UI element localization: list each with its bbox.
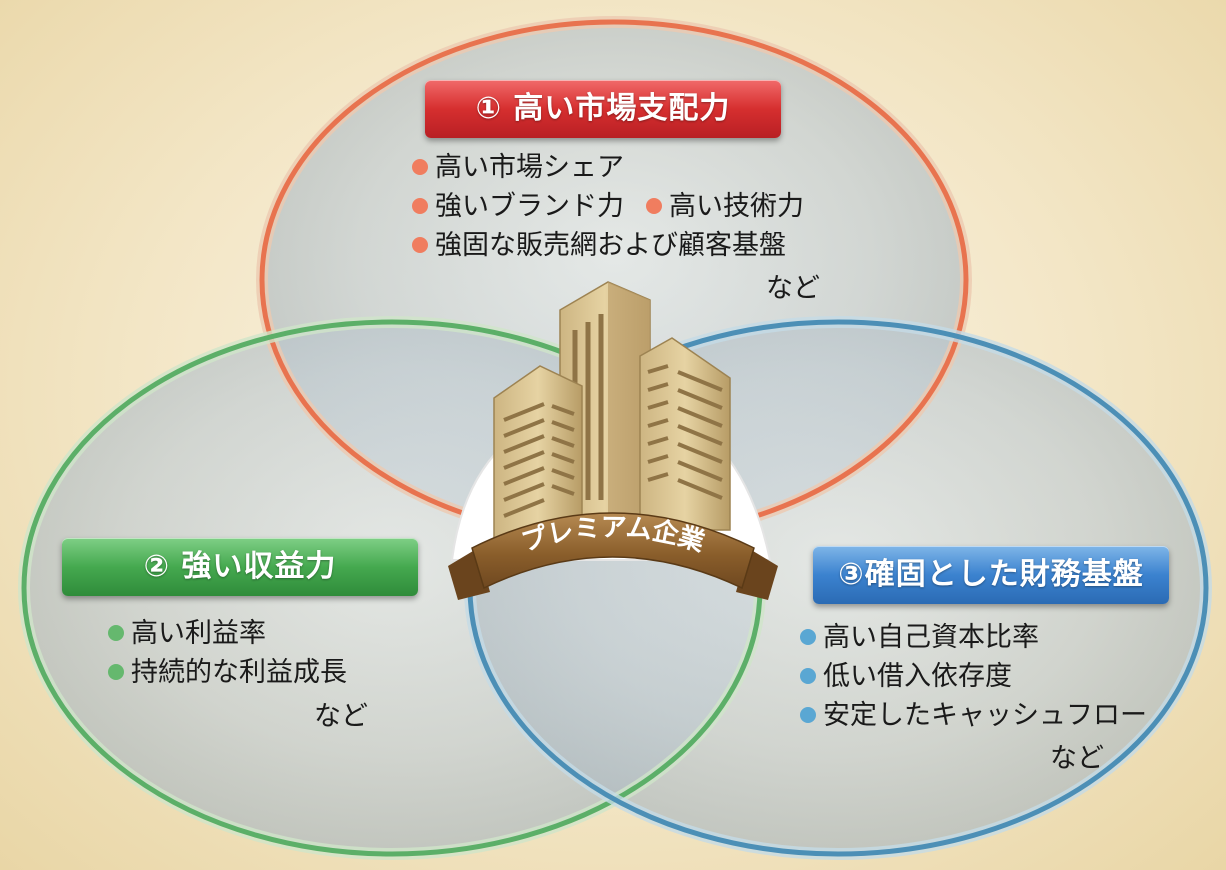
list-item: 強いブランド力高い技術力 xyxy=(412,187,804,226)
market-dominance-title: ① 高い市場支配力 xyxy=(425,80,781,138)
building-icon xyxy=(493,281,731,541)
market-etc-label: など xyxy=(766,273,820,304)
list-item: 持続的な利益成長 xyxy=(108,653,347,692)
list-item: 安定したキャッシュフロー xyxy=(800,696,1147,735)
list-item: 高い市場シェア xyxy=(412,148,804,187)
bullet-icon xyxy=(800,668,816,684)
financial-base-list: 高い自己資本比率 低い借入依存度 安定したキャッシュフロー xyxy=(800,618,1147,735)
financial-base-title: ③確固とした財務基盤 xyxy=(813,546,1169,604)
bullet-icon xyxy=(800,629,816,645)
bullet-icon xyxy=(412,198,428,214)
list-item: 高い自己資本比率 xyxy=(800,618,1147,657)
profitability-title: ② 強い収益力 xyxy=(62,538,418,596)
list-item: 高い利益率 xyxy=(108,614,347,653)
bullet-icon xyxy=(412,237,428,253)
market-dominance-list: 高い市場シェア 強いブランド力高い技術力 強固な販売網および顧客基盤 xyxy=(412,148,804,265)
bullet-icon xyxy=(800,707,816,723)
bullet-icon xyxy=(108,625,124,641)
list-item: 強固な販売網および顧客基盤 xyxy=(412,226,804,265)
bullet-icon xyxy=(646,198,662,214)
bullet-icon xyxy=(108,664,124,680)
center-ribbon: プレミアム企業 xyxy=(448,512,778,600)
list-item: 低い借入依存度 xyxy=(800,657,1147,696)
profitability-list: 高い利益率 持続的な利益成長 xyxy=(108,614,347,692)
profitability-etc-label: など xyxy=(314,701,368,732)
bullet-icon xyxy=(412,159,428,175)
financial-etc-label: など xyxy=(1050,743,1104,774)
